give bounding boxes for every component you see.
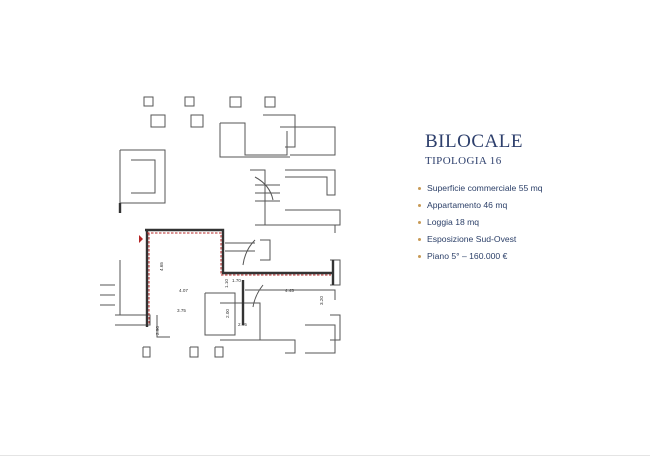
- feature-item: Piano 5° – 160.000 €: [418, 248, 543, 265]
- dim-465: 4.65: [159, 262, 164, 271]
- dim-290: 2.90: [155, 326, 160, 335]
- bullet-icon: [418, 204, 421, 207]
- dim-110: 1.10: [224, 279, 229, 288]
- dim-170: 1.70: [232, 278, 241, 283]
- features-list: Superficie commerciale 55 mq Appartament…: [418, 180, 543, 265]
- page-subtitle: TIPOLOGIA 16: [425, 155, 502, 167]
- dim-407: 4.07: [179, 288, 188, 293]
- dim-200: 2.00: [225, 309, 230, 318]
- bullet-icon: [418, 255, 421, 258]
- feature-text: Loggia 18 mq: [427, 217, 480, 227]
- feature-item: Esposizione Sud-Ovest: [418, 231, 543, 248]
- feature-text: Piano 5° – 160.000 €: [427, 251, 508, 261]
- dim-320: 3.20: [319, 296, 324, 305]
- feature-item: Appartamento 46 mq: [418, 197, 543, 214]
- bottom-divider: [0, 455, 650, 456]
- floor-plan: 4.65 4.07 1.70 4.45 3.75 2.90 2.95 3.20 …: [95, 85, 365, 375]
- feature-item: Loggia 18 mq: [418, 214, 543, 231]
- bullet-icon: [418, 238, 421, 241]
- feature-item: Superficie commerciale 55 mq: [418, 180, 543, 197]
- feature-text: Esposizione Sud-Ovest: [427, 234, 517, 244]
- bullet-icon: [418, 221, 421, 224]
- floor-plan-drawing: 4.65 4.07 1.70 4.45 3.75 2.90 2.95 3.20 …: [100, 96, 341, 358]
- feature-text: Appartamento 46 mq: [427, 200, 508, 210]
- feature-text: Superficie commerciale 55 mq: [427, 183, 543, 193]
- bullet-icon: [418, 187, 421, 190]
- dim-375: 3.75: [177, 308, 186, 313]
- page-title: BILOCALE: [425, 131, 523, 152]
- dim-445: 4.45: [285, 288, 294, 293]
- dim-295: 2.95: [238, 322, 247, 327]
